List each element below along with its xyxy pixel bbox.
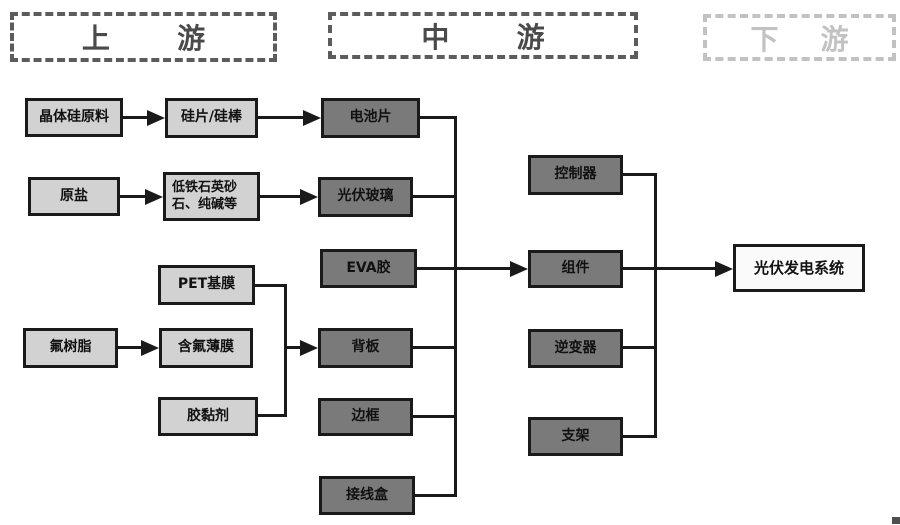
node-backsheet: 背板 — [318, 328, 413, 368]
node-eva-glue: EVA胶 — [320, 249, 417, 288]
connector-bus-to-backsheet — [284, 346, 302, 349]
arrowhead-fluorine-film — [141, 340, 159, 356]
node-pv-power-system: 光伏发电系统 — [733, 244, 865, 292]
node-raw-salt: 原盐 — [28, 177, 120, 216]
corner-artifact — [892, 517, 900, 524]
header-downstream: 下游 — [703, 14, 896, 61]
connector-frame-to-bus — [413, 415, 457, 418]
node-crystalline-silicon: 晶体硅原料 — [25, 98, 123, 137]
connector-system-bus — [654, 173, 657, 438]
arrowhead-wafer — [147, 110, 165, 126]
connector-inverter-to-bus — [623, 346, 657, 349]
connector-backsheet-to-bus — [413, 346, 457, 349]
connector-fluororesin-to-film — [118, 346, 143, 349]
connector-wafer-to-cell — [258, 116, 305, 119]
connector-salt-to-quartz — [120, 195, 147, 198]
node-pet-base-film: PET基膜 — [158, 265, 255, 305]
node-junction-box: 接线盒 — [319, 476, 415, 515]
connector-module-to-system — [623, 267, 716, 270]
connector-module-bus — [454, 116, 457, 497]
node-module: 组件 — [528, 250, 623, 288]
node-fluorine-film: 含氟薄膜 — [159, 328, 253, 368]
node-fluororesin: 氟树脂 — [23, 328, 118, 368]
arrowhead-glass — [300, 189, 318, 205]
arrowhead-module — [510, 261, 528, 277]
connector-silicon-to-wafer — [123, 116, 149, 119]
node-pv-glass: 光伏玻璃 — [318, 177, 413, 217]
connector-junctionbox-to-bus — [415, 494, 457, 497]
connector-controller-to-bus — [623, 173, 657, 176]
header-midstream: 中游 — [328, 12, 638, 59]
connector-backsheet-bus — [284, 284, 287, 417]
node-frame: 边框 — [318, 398, 413, 436]
node-controller: 控制器 — [528, 155, 623, 195]
connector-adhesive-to-bus — [258, 414, 286, 417]
header-upstream-label: 上游 — [81, 22, 273, 55]
connector-glass-to-bus — [413, 195, 457, 198]
header-upstream: 上游 — [10, 12, 277, 62]
node-inverter: 逆变器 — [528, 329, 623, 368]
arrowhead-quartz — [145, 189, 163, 205]
arrowhead-pv-system — [715, 261, 733, 277]
connector-eva-to-module — [417, 267, 511, 270]
arrowhead-backsheet — [300, 340, 318, 356]
node-low-iron-quartz-soda: 低铁石英砂石、纯碱等 — [163, 172, 260, 221]
connector-quartz-to-glass — [260, 195, 302, 198]
connector-cell-to-bus — [420, 116, 457, 119]
node-solar-cell: 电池片 — [321, 98, 420, 138]
header-downstream-label: 下游 — [750, 22, 891, 56]
connector-bracket-to-bus — [623, 435, 657, 438]
node-silicon-wafer-rod: 硅片/硅棒 — [165, 98, 258, 138]
node-adhesive: 胶黏剂 — [158, 397, 258, 436]
header-midstream-label: 中游 — [421, 20, 612, 54]
arrowhead-cell — [303, 110, 321, 126]
node-bracket: 支架 — [528, 417, 623, 456]
connector-pet-to-bus — [255, 284, 286, 287]
